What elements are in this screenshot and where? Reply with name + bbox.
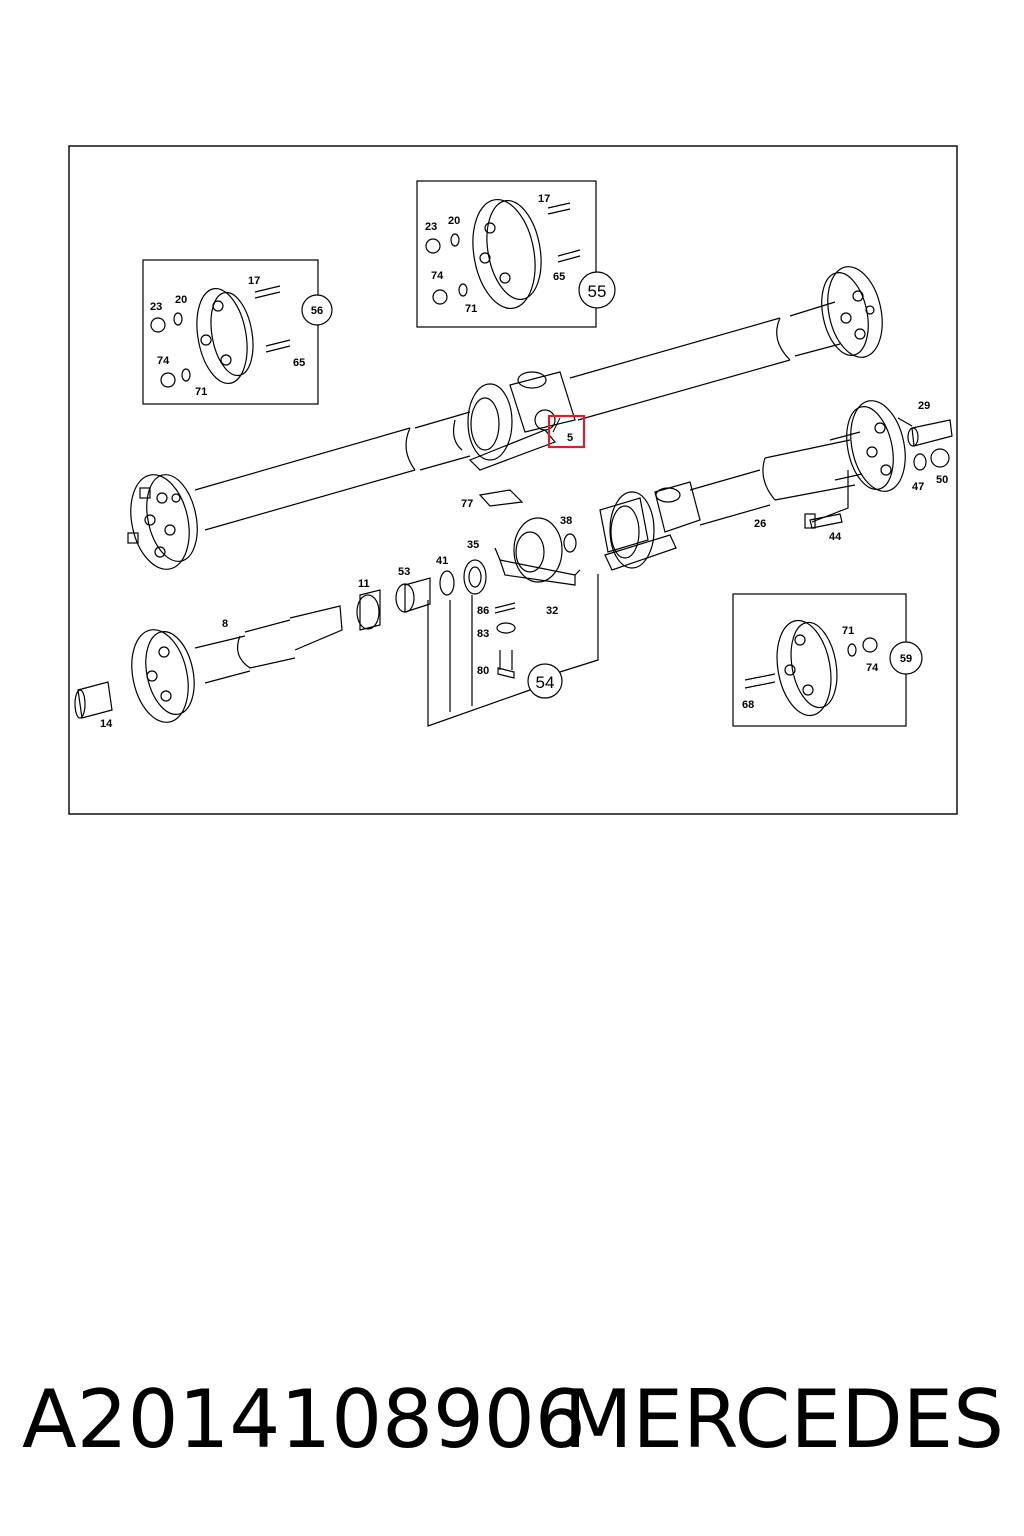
callout-41: 41 — [436, 555, 448, 567]
callout-44: 44 — [829, 531, 842, 543]
inset-box-59 — [732, 593, 907, 727]
front-flex-disc — [127, 474, 198, 570]
callout-56-17: 17 — [248, 275, 260, 287]
group-label-56: 56 — [311, 305, 323, 317]
group-right-leader — [811, 470, 849, 523]
callout-55-71: 71 — [465, 303, 477, 315]
callout-56-71: 71 — [195, 386, 207, 398]
group-right-leader-2 — [897, 417, 913, 427]
callout-11: 11 — [358, 578, 370, 590]
loose-parts — [356, 489, 577, 679]
callout-50: 50 — [936, 474, 948, 486]
callout-47: 47 — [912, 481, 924, 493]
group-label-55: 55 — [588, 282, 607, 301]
inset-59-parts — [744, 619, 878, 717]
callout-29: 29 — [918, 400, 930, 412]
group-54-leaders — [427, 574, 599, 727]
part-number: A2014108906 — [22, 1373, 586, 1466]
callout-77: 77 — [461, 498, 473, 510]
callout-32: 32 — [546, 605, 558, 617]
group-labels: 56 55 54 59 — [311, 282, 912, 692]
callout-83: 83 — [477, 628, 489, 640]
front-shaft-section — [74, 605, 343, 723]
callout-26: 26 — [754, 518, 766, 530]
callout-labels: 14 8 11 53 41 35 86 83 80 32 38 77 26 44… — [100, 193, 948, 730]
callout-55-17: 17 — [538, 193, 550, 205]
callout-56-23: 23 — [150, 301, 162, 313]
inset-56-parts — [150, 285, 291, 388]
group-circle-55 — [578, 271, 616, 309]
center-bearing-mount — [494, 517, 581, 586]
upper-propeller-shaft — [194, 301, 841, 531]
callout-56-74: 74 — [157, 355, 170, 367]
group-circle-59 — [889, 641, 923, 675]
highlight-box-part-5 — [547, 414, 586, 449]
callout-59-71: 71 — [842, 625, 854, 637]
callout-38: 38 — [560, 515, 572, 527]
callout-14: 14 — [100, 718, 113, 730]
group-label-54: 54 — [536, 673, 555, 692]
callout-80: 80 — [477, 665, 489, 677]
footer: A2014108906 MERCEDES — [0, 1372, 1024, 1472]
inset-box-56 — [142, 259, 319, 405]
right-side-parts — [804, 419, 953, 529]
callout-55-23: 23 — [425, 221, 437, 233]
callout-59-74: 74 — [866, 662, 879, 674]
highlight-leader — [552, 417, 561, 433]
upper-center-bearing-joint — [452, 371, 576, 471]
callout-55-20: 20 — [448, 215, 460, 227]
callout-35: 35 — [467, 539, 479, 551]
lower-center-joint — [599, 481, 701, 571]
callout-86: 86 — [477, 605, 489, 617]
brand-name: MERCEDES — [563, 1373, 1004, 1466]
group-circle-56 — [301, 294, 333, 326]
group-label-59: 59 — [900, 653, 912, 665]
callout-5: 5 — [567, 432, 573, 444]
propeller-shaft-exploded-diagram: 14 8 11 53 41 35 86 83 80 32 38 77 26 44… — [68, 145, 958, 815]
callout-56-65: 65 — [293, 357, 305, 369]
lower-propeller-shaft — [689, 431, 863, 526]
callout-8: 8 — [222, 618, 228, 630]
callout-55-65: 65 — [553, 271, 565, 283]
callout-53: 53 — [398, 566, 410, 578]
diagram-frame — [68, 145, 958, 815]
callout-56-20: 20 — [175, 294, 187, 306]
callout-59-68: 68 — [742, 699, 754, 711]
rear-flex-disc — [821, 266, 883, 358]
inset-box-55 — [416, 180, 597, 328]
inset-55-parts — [425, 198, 581, 310]
group-circle-54 — [527, 663, 563, 699]
callout-55-74: 74 — [431, 270, 444, 282]
lower-rear-flex-disc — [846, 400, 906, 492]
